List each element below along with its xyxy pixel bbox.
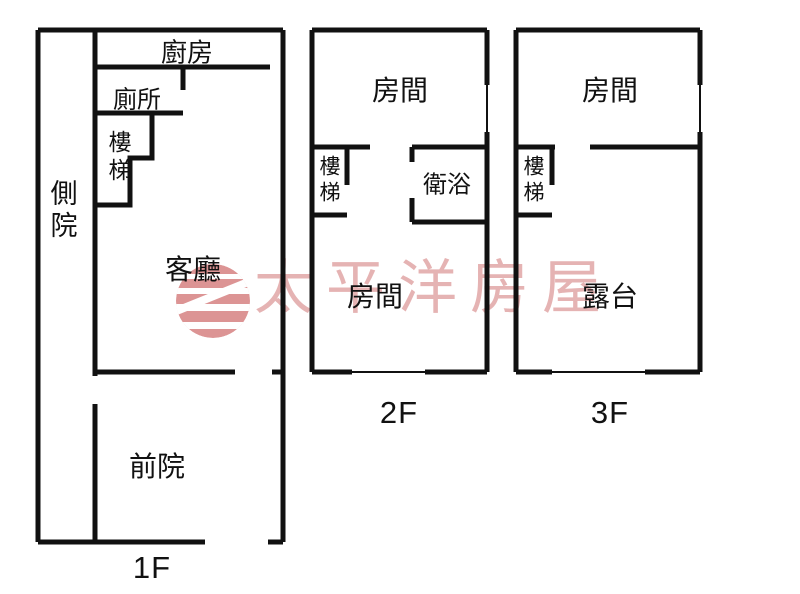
room-label-front-yard: 前院 [128, 451, 186, 482]
floor-2f-walls [309, 27, 490, 375]
room-label-bedroom-upper-2f: 房間 [371, 75, 429, 106]
floor-label-1f: 1F [132, 550, 172, 585]
room-label-living-room: 客廳 [164, 254, 222, 285]
floor-3f-walls [513, 27, 703, 375]
room-label-side-yard: 側院 [46, 179, 77, 243]
floor-label-3f: 3F [590, 395, 630, 430]
room-label-stairs-1f: 樓梯 [105, 130, 131, 186]
room-label-kitchen: 廚房 [160, 37, 214, 68]
room-label-toilet: 廁所 [113, 86, 161, 114]
room-label-bedroom-3f: 房間 [581, 75, 639, 106]
room-label-terrace-3f: 露台 [581, 281, 639, 312]
room-label-bedroom-lower-2f: 房間 [346, 281, 404, 312]
pacific-globe-logo-icon [176, 264, 250, 338]
floor-label-2f: 2F [379, 395, 419, 430]
floor-1f-walls [35, 27, 286, 545]
room-label-stairs-3f: 樓梯 [521, 155, 544, 207]
room-label-stairs-2f: 樓梯 [317, 155, 340, 207]
room-label-bathroom-2f: 衛浴 [423, 171, 471, 199]
